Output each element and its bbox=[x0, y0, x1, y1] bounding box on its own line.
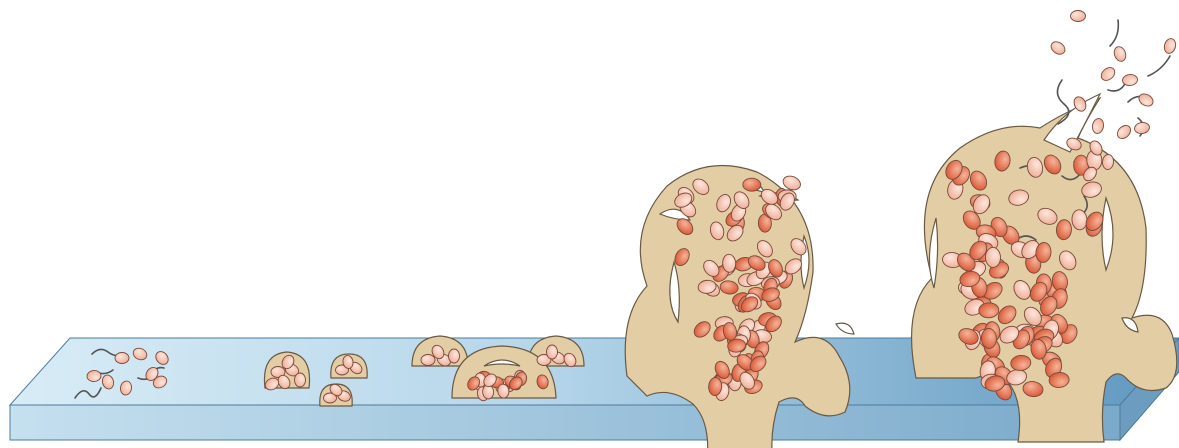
stage-dispersal bbox=[912, 11, 1178, 443]
bacterial-cell bbox=[449, 349, 460, 363]
bacterial-cell bbox=[1163, 37, 1178, 54]
bacterial-cell bbox=[115, 353, 129, 364]
bacterial-cell bbox=[979, 302, 1000, 318]
bacterial-cell bbox=[1115, 123, 1133, 141]
bacterial-cell bbox=[1071, 11, 1086, 22]
bacterial-cell bbox=[1112, 45, 1127, 63]
bacterial-cell bbox=[295, 373, 306, 387]
bacterial-cell bbox=[743, 178, 761, 191]
bacterial-cell bbox=[985, 247, 1001, 267]
bacterial-cell bbox=[1137, 91, 1155, 108]
bacterial-cell bbox=[1091, 118, 1104, 135]
bacterial-cell bbox=[1134, 121, 1151, 134]
bacterial-cell bbox=[1122, 74, 1138, 86]
bacterial-cell bbox=[547, 345, 558, 359]
bacterial-cell bbox=[421, 355, 435, 366]
bacterial-cell bbox=[1049, 39, 1068, 57]
bacterial-cell bbox=[1099, 65, 1118, 83]
